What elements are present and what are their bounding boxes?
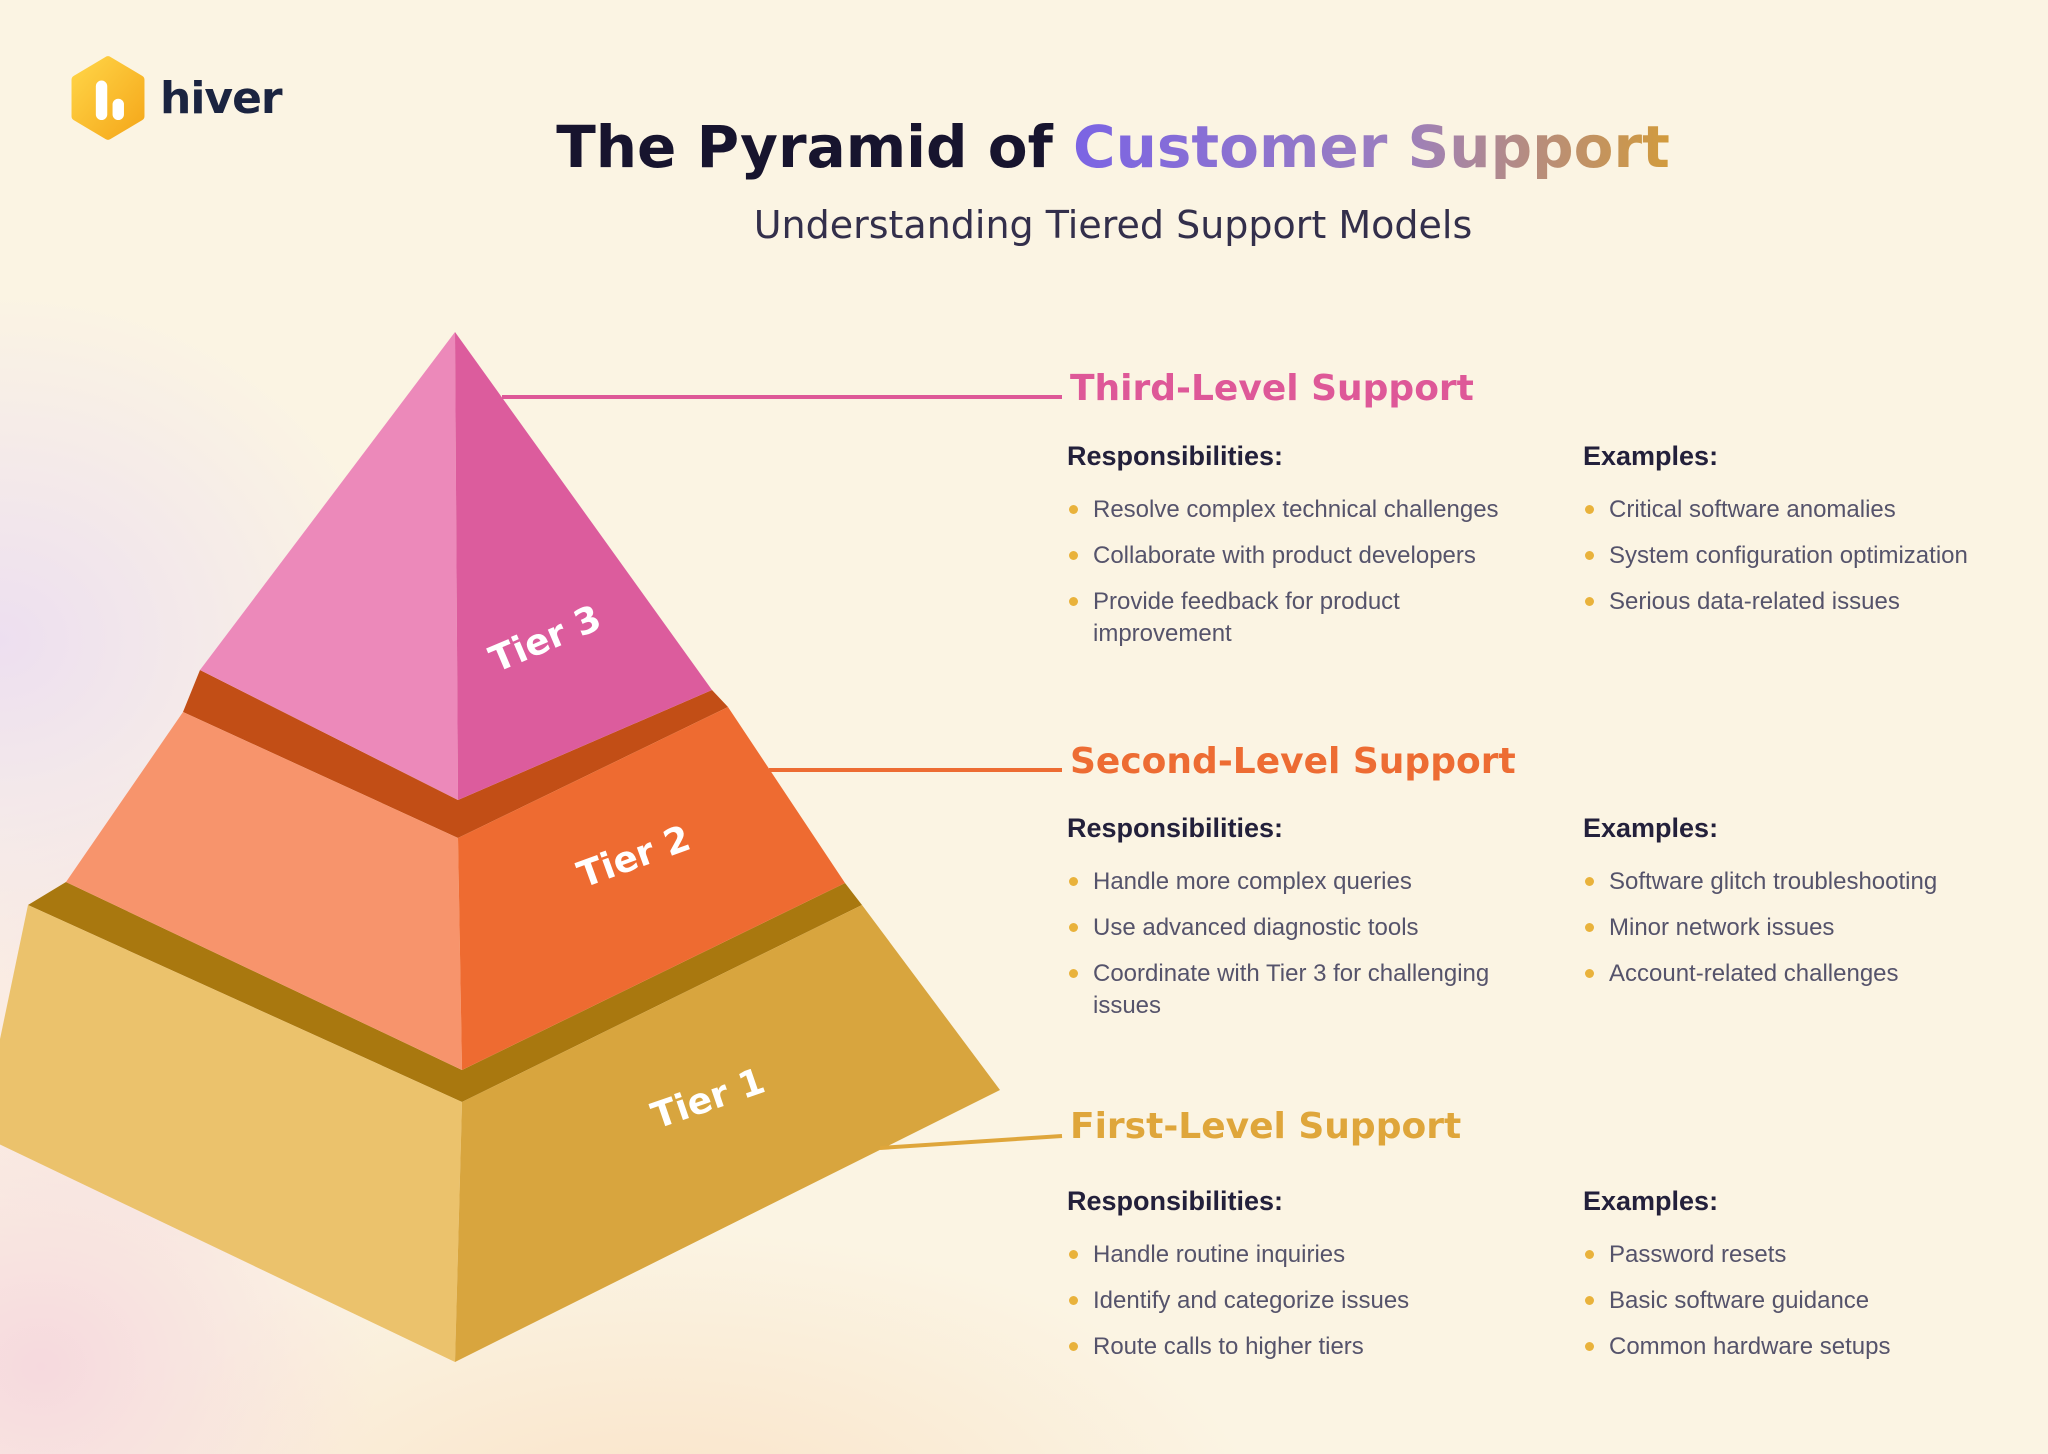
list-item: Handle more complex queries	[1067, 866, 1507, 898]
brand-logo: hiver	[70, 56, 283, 140]
list-item-text: Serious data-related issues	[1609, 588, 1900, 615]
bullet-dot	[1585, 1250, 1594, 1259]
logo-text: hiver	[160, 72, 283, 124]
list-item-text: Provide feedback for product improvement	[1093, 588, 1400, 647]
list-item: Common hardware setups	[1583, 1331, 2048, 1363]
bullet-dot	[1585, 551, 1594, 560]
examples-title: Examples:	[1583, 813, 1719, 843]
tier2-top-shadow-band	[183, 670, 728, 838]
list-item: Handle routine inquiries	[1067, 1239, 1507, 1271]
section-heading-first-level: First-Level Support	[1070, 1106, 1462, 1147]
tier3-right-face	[455, 332, 712, 800]
first-level-examples: Examples: Password resets Basic software…	[1583, 1186, 2048, 1377]
bullet-dot	[1069, 1250, 1078, 1259]
list-item: Resolve complex technical challenges	[1067, 494, 1507, 526]
list-item: Identify and categorize issues	[1067, 1285, 1507, 1317]
tier3-left-face	[200, 332, 458, 800]
list-item-text: Account-related challenges	[1609, 960, 1899, 987]
first-level-responsibilities: Responsibilities: Handle routine inquiri…	[1067, 1186, 1507, 1377]
bullet-dot	[1069, 597, 1078, 606]
list-item-text: Coordinate with Tier 3 for challenging i…	[1093, 960, 1490, 1019]
bullet-dot	[1585, 1296, 1594, 1305]
bullet-dot	[1069, 1342, 1078, 1351]
list-item: Collaborate with product developers	[1067, 540, 1507, 572]
bullet-dot	[1069, 1296, 1078, 1305]
list-item-text: Password resets	[1609, 1241, 1787, 1268]
list-item-text: Basic software guidance	[1609, 1287, 1870, 1314]
list-item-text: System configuration optimization	[1609, 542, 1968, 569]
examples-title: Examples:	[1583, 1186, 1719, 1216]
tier1-top-shadow-band	[28, 882, 862, 1102]
responsibilities-title: Responsibilities:	[1067, 441, 1284, 471]
bullet-dot	[1585, 505, 1594, 514]
bullet-dot	[1069, 505, 1078, 514]
list-item: Coordinate with Tier 3 for challenging i…	[1067, 958, 1507, 1022]
examples-title: Examples:	[1583, 441, 1719, 471]
bullet-dot	[1585, 923, 1594, 932]
hiver-hexagon-icon	[71, 56, 145, 140]
list-item-text: Common hardware setups	[1609, 1333, 1891, 1360]
list-item-text: Route calls to higher tiers	[1093, 1333, 1364, 1360]
page-subtitle: Understanding Tiered Support Models	[753, 203, 1473, 247]
list-item-text: Use advanced diagnostic tools	[1093, 914, 1419, 941]
tier2-left-face	[66, 712, 462, 1070]
bullet-dot	[1069, 877, 1078, 886]
bullet-dot	[1069, 923, 1078, 932]
second-level-responsibilities: Responsibilities: Handle more complex qu…	[1067, 813, 1507, 1036]
list-item: Minor network issues	[1583, 912, 2048, 944]
list-item: Serious data-related issues	[1583, 586, 2048, 618]
third-level-responsibilities: Responsibilities: Resolve complex techni…	[1067, 441, 1507, 664]
responsibilities-title: Responsibilities:	[1067, 1186, 1284, 1216]
logo-bar-tall	[95, 80, 108, 121]
bullet-dot	[1585, 877, 1594, 886]
title-highlight: Customer Support	[1073, 113, 1670, 181]
list-item: Software glitch troubleshooting	[1583, 866, 2048, 898]
section-heading-second-level: Second-Level Support	[1070, 741, 1516, 782]
list-item-text: Handle more complex queries	[1093, 868, 1412, 895]
second-level-examples: Examples: Software glitch troubleshootin…	[1583, 813, 2048, 1004]
bullet-dot	[1585, 969, 1594, 978]
tier1-left-face	[0, 905, 462, 1362]
tier2-right-face	[458, 707, 845, 1070]
list-item: Use advanced diagnostic tools	[1067, 912, 1507, 944]
list-item: Critical software anomalies	[1583, 494, 2048, 526]
list-item: System configuration optimization	[1583, 540, 2048, 572]
list-item: Password resets	[1583, 1239, 2048, 1271]
list-item-text: Collaborate with product developers	[1093, 542, 1476, 569]
list-item: Route calls to higher tiers	[1067, 1331, 1507, 1363]
bullet-dot	[1585, 597, 1594, 606]
page-title: The Pyramid of Customer Support	[538, 110, 1688, 184]
list-item-text: Resolve complex technical challenges	[1093, 496, 1499, 523]
list-item: Provide feedback for product improvement	[1067, 586, 1507, 650]
list-item-text: Software glitch troubleshooting	[1609, 868, 1938, 895]
section-heading-third-level: Third-Level Support	[1070, 368, 1474, 409]
responsibilities-title: Responsibilities:	[1067, 813, 1284, 843]
bullet-dot	[1069, 551, 1078, 560]
bullet-dot	[1069, 969, 1078, 978]
tier1-right-face	[455, 905, 1000, 1362]
list-item: Account-related challenges	[1583, 958, 2048, 990]
bullet-dot	[1585, 1342, 1594, 1351]
list-item: Basic software guidance	[1583, 1285, 2048, 1317]
third-level-examples: Examples: Critical software anomalies Sy…	[1583, 441, 2048, 632]
list-item-text: Identify and categorize issues	[1093, 1287, 1410, 1314]
list-item-text: Minor network issues	[1609, 914, 1835, 941]
title-prefix: The Pyramid of	[556, 113, 1074, 181]
list-item-text: Critical software anomalies	[1609, 496, 1896, 523]
logo-bar-short	[112, 98, 124, 121]
tier1-connector-line	[879, 1134, 1063, 1150]
list-item-text: Handle routine inquiries	[1093, 1241, 1346, 1268]
